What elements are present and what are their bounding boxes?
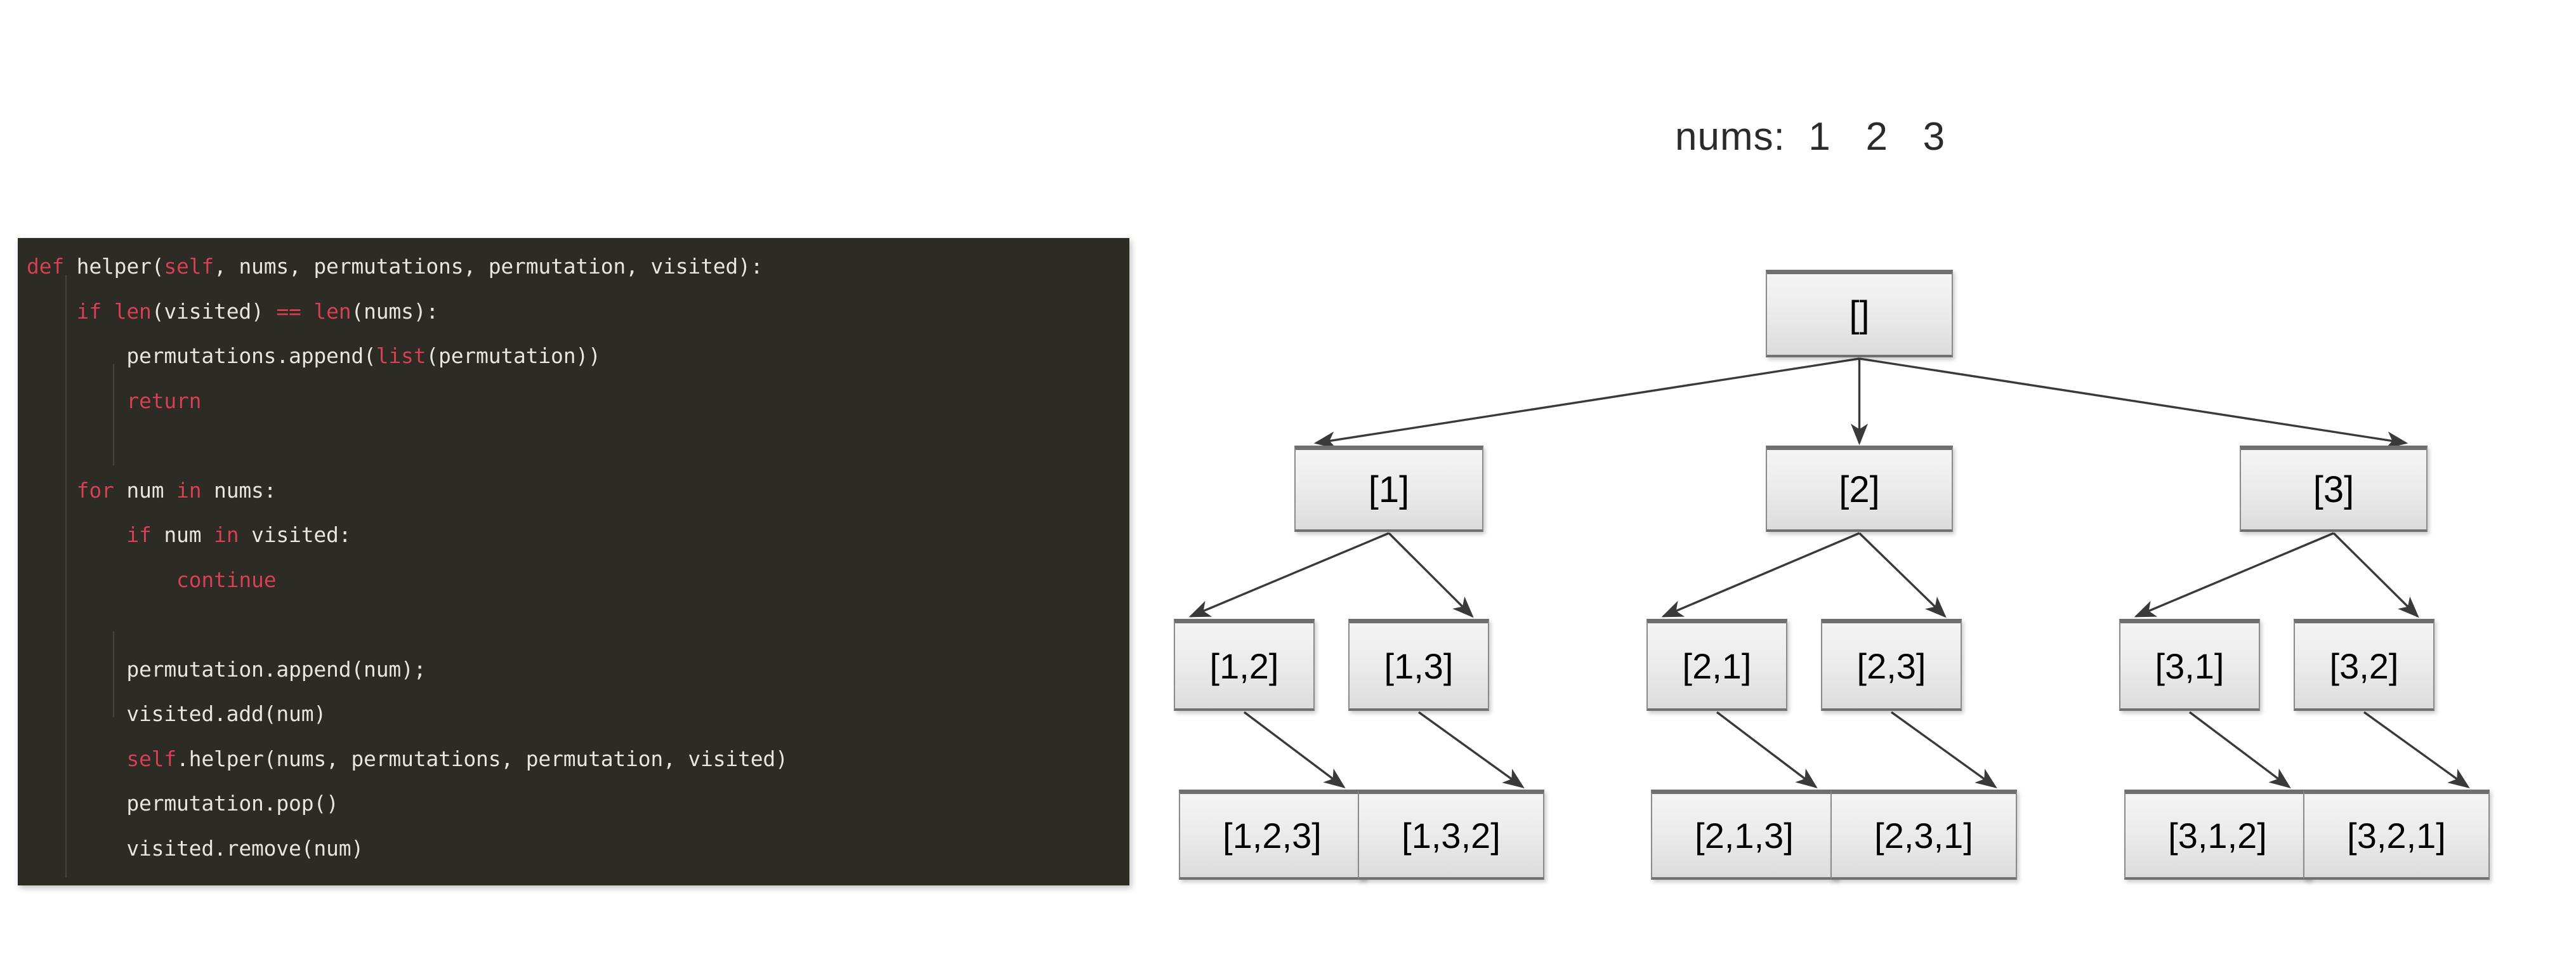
tree-node-1[interactable]: [1]: [1294, 446, 1483, 532]
tree-node-2-1-3[interactable]: [2,1,3]: [1651, 790, 1837, 880]
tree-edge: [1858, 532, 1947, 618]
tree-edge: [1661, 532, 1860, 618]
tree-node-label: [1,2,3]: [1223, 816, 1322, 856]
code-keyword: for: [76, 477, 114, 503]
nums-label: nums: 1 2 3: [1675, 115, 1946, 159]
tree-edge: [2332, 532, 2419, 618]
tree-node-3-1[interactable]: [3,1]: [2119, 619, 2260, 711]
code-text: [27, 299, 77, 324]
code-panel: def helper(self, nums, permutations, per…: [18, 238, 1129, 885]
code-keyword: if: [126, 522, 152, 547]
tree-node-[interactable]: []: [1766, 270, 1953, 357]
tree-edge: [1859, 357, 2408, 449]
code-keyword: list: [376, 343, 426, 368]
edge-group: [1188, 357, 2470, 789]
indent-guide: [113, 632, 114, 717]
tree-node-label: [2,3]: [1856, 646, 1926, 686]
code-keyword: def: [27, 254, 65, 279]
code-keyword: in: [176, 477, 202, 503]
tree-edge: [2134, 532, 2334, 618]
tree-node-label: [3]: [2313, 469, 2355, 510]
tree-edge: [2363, 711, 2470, 788]
tree-node-3[interactable]: [3]: [2240, 446, 2428, 532]
code-keyword: if: [76, 298, 102, 324]
tree-node-3-2-1[interactable]: [3,2,1]: [2303, 790, 2490, 880]
code-text: permutation.pop(): [27, 791, 339, 816]
tree-node-3-2[interactable]: [3,2]: [2294, 619, 2435, 711]
code-text: helper(: [64, 254, 164, 279]
tree-node-label: [1]: [1368, 469, 1410, 510]
code-text: (nums):: [351, 298, 439, 324]
tree-node-2-3-1[interactable]: [2,3,1]: [1830, 790, 2017, 880]
code-text: [102, 299, 114, 324]
source-code: def helper(self, nums, permutations, per…: [27, 244, 788, 871]
tree-node-label: [2,1,3]: [1695, 816, 1794, 856]
indent-guide: [113, 364, 114, 465]
code-text: [27, 567, 176, 592]
code-text: [27, 522, 126, 547]
tree-node-label: [2]: [1839, 469, 1880, 510]
code-keyword: len: [114, 298, 152, 324]
tree-edge: [1716, 711, 1818, 789]
tree-edge: [1418, 711, 1525, 788]
tree-node-1-3-2[interactable]: [1,3,2]: [1358, 790, 1544, 880]
tree-node-label: [1,3]: [1384, 646, 1454, 686]
code-text: nums:: [201, 477, 277, 503]
indent-guide: [65, 275, 67, 878]
code-keyword: len: [313, 298, 352, 324]
code-text: visited:: [239, 522, 352, 547]
tree-node-label: [2,1]: [1682, 646, 1752, 686]
code-text: (visited): [151, 298, 277, 324]
tree-edge: [1313, 357, 1860, 449]
code-text: visited.remove(num): [27, 835, 364, 861]
code-keyword: ==: [276, 298, 301, 324]
tree-node-1-3[interactable]: [1,3]: [1348, 619, 1489, 711]
tree-node-3-1-2[interactable]: [3,1,2]: [2124, 790, 2311, 880]
tree-edge: [1388, 532, 1474, 618]
code-keyword: in: [214, 522, 239, 547]
code-keyword: continue: [176, 567, 277, 592]
code-keyword: self: [126, 746, 177, 771]
code-keyword: self: [164, 254, 214, 279]
tree-node-label: [3,1,2]: [2168, 816, 2267, 856]
tree-node-2-1[interactable]: [2,1]: [1646, 619, 1787, 711]
code-text: .helper(nums, permutations, permutation,…: [176, 746, 788, 771]
code-text: (permutation)): [426, 343, 601, 368]
code-keyword: return: [126, 388, 202, 413]
code-text: [27, 746, 126, 771]
code-text: permutation.append(num);: [27, 656, 426, 682]
code-text: permutations.append(: [27, 343, 376, 368]
code-text: num: [151, 522, 214, 547]
tree-node-label: [1,3,2]: [1402, 816, 1501, 856]
tree-node-label: [2,3,1]: [1874, 816, 1973, 856]
code-text: , nums, permutations, permutation, visit…: [214, 254, 763, 279]
tree-node-label: [3,2]: [2329, 646, 2399, 686]
tree-node-label: [3,1]: [2155, 646, 2224, 686]
tree-node-1-2-3[interactable]: [1,2,3]: [1179, 790, 1365, 880]
tree-node-2[interactable]: [2]: [1766, 446, 1953, 532]
code-text: visited.add(num): [27, 701, 327, 726]
tree-edge: [1243, 711, 1346, 789]
tree-edge: [1891, 711, 1997, 788]
tree-node-label: [1,2]: [1209, 646, 1279, 686]
code-text: [27, 388, 126, 413]
code-text: [301, 299, 314, 324]
tree-edge: [2188, 711, 2291, 789]
code-text: num: [114, 477, 177, 503]
tree-node-1-2[interactable]: [1,2]: [1174, 619, 1315, 711]
tree-node-2-3[interactable]: [2,3]: [1821, 619, 1962, 711]
code-text: [27, 478, 77, 503]
tree-node-label: []: [1849, 294, 1870, 335]
tree-edge: [1188, 532, 1390, 618]
tree-node-label: [3,2,1]: [2347, 816, 2446, 856]
